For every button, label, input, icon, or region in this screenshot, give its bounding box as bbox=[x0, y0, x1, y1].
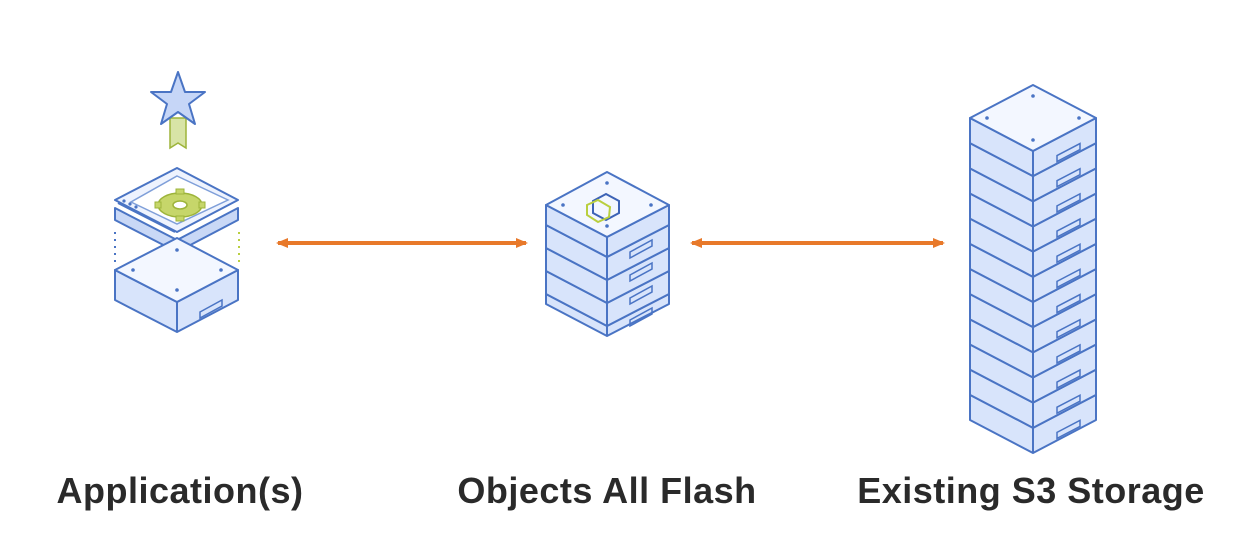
screw-dot bbox=[985, 116, 989, 120]
drive-slot bbox=[1056, 318, 1081, 339]
existing-s3-storage-node bbox=[969, 84, 1097, 454]
drive-slot bbox=[1056, 368, 1081, 390]
drive-slot bbox=[1056, 217, 1081, 239]
existing-s3-storage-label: Existing S3 Storage bbox=[857, 470, 1205, 511]
objects-all-flash-node bbox=[545, 171, 670, 337]
server-stack-icon bbox=[545, 171, 670, 337]
application-label: Application(s) bbox=[56, 470, 304, 511]
server-icon bbox=[114, 237, 239, 333]
application-node bbox=[114, 71, 240, 333]
drive-slot bbox=[1056, 419, 1081, 440]
drive-slot bbox=[1056, 293, 1081, 314]
hexagon-logo-icon bbox=[586, 192, 620, 224]
drive-slot bbox=[1056, 242, 1081, 264]
drive-slot bbox=[1056, 343, 1081, 365]
drive-slot bbox=[1056, 268, 1081, 289]
drive-slot bbox=[1056, 192, 1081, 214]
gear-icon bbox=[154, 188, 206, 222]
drive-slot bbox=[1056, 142, 1081, 163]
server-tower-icon bbox=[969, 84, 1097, 454]
screw-dot bbox=[1077, 116, 1081, 120]
objects-all-flash-label: Objects All Flash bbox=[457, 470, 757, 511]
screw-dot bbox=[1031, 138, 1035, 142]
tower-top bbox=[969, 84, 1097, 152]
drive-slot bbox=[1056, 167, 1081, 188]
star-ribbon-icon bbox=[150, 71, 206, 150]
drive-slot bbox=[1056, 393, 1081, 415]
screw-dot bbox=[1031, 94, 1035, 98]
